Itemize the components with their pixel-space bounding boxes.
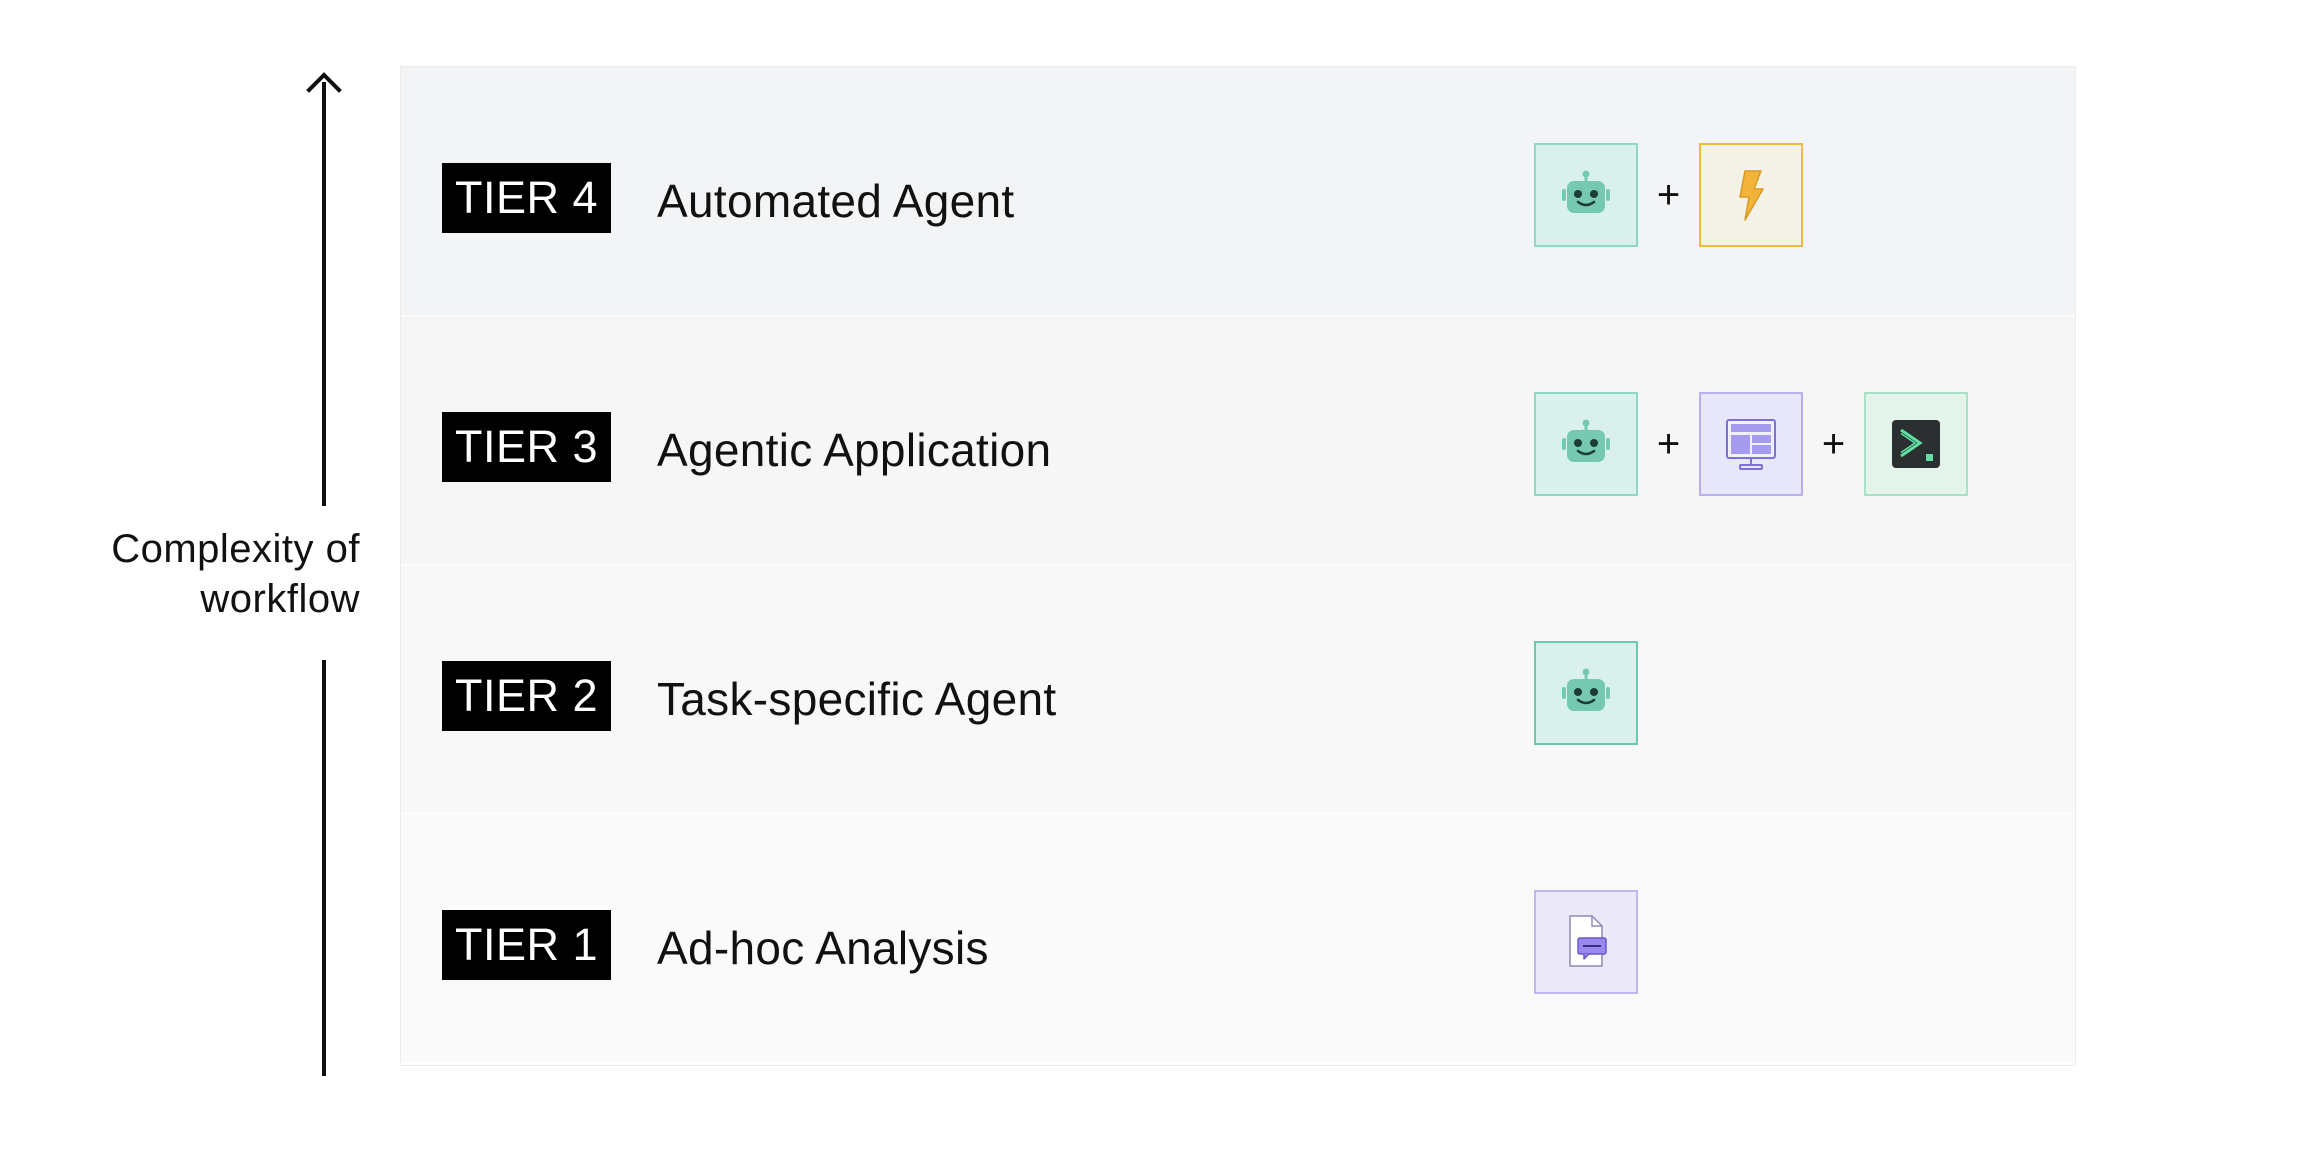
arrow-up-icon [306, 72, 342, 93]
tier-row-3: TIER 3 Agentic Application + [401, 316, 2075, 564]
plus-sign: + [1656, 173, 1681, 217]
plus-sign: + [1821, 422, 1846, 466]
tier-title: Agentic Application [657, 424, 1052, 476]
tier-icons: + + [1534, 392, 1968, 496]
tier-icons [1534, 890, 1638, 994]
tier-title: Ad-hoc Analysis [657, 922, 989, 974]
document-chat-icon [1534, 890, 1638, 994]
app-window-icon [1699, 392, 1803, 496]
tier-badge: TIER 1 [442, 910, 611, 980]
tier-row-1: TIER 1 Ad-hoc Analysis [401, 814, 2075, 1062]
tier-icons [1534, 641, 1638, 745]
axis-line-top [322, 82, 326, 506]
plus-sign: + [1656, 422, 1681, 466]
robot-icon [1534, 392, 1638, 496]
robot-icon [1534, 143, 1638, 247]
tiers-panel: TIER 4 Automated Agent + [400, 66, 2076, 1066]
tier-title: Automated Agent [657, 175, 1015, 227]
axis-label-line1: Complexity of [111, 527, 360, 571]
axis-label: Complexity of workflow [111, 524, 360, 624]
axis-label-line2: workflow [200, 577, 360, 621]
tier-title: Task-specific Agent [657, 673, 1057, 725]
tier-badge: TIER 3 [442, 412, 611, 482]
robot-icon [1534, 641, 1638, 745]
tier-icons: + [1534, 143, 1803, 247]
tier-badge: TIER 2 [442, 661, 611, 731]
axis-line-bottom [322, 660, 326, 1076]
tier-badge: TIER 4 [442, 163, 611, 233]
tier-row-4: TIER 4 Automated Agent + [401, 67, 2075, 315]
tier-row-2: TIER 2 Task-specific Agent [401, 565, 2075, 813]
terminal-icon [1864, 392, 1968, 496]
lightning-icon [1699, 143, 1803, 247]
